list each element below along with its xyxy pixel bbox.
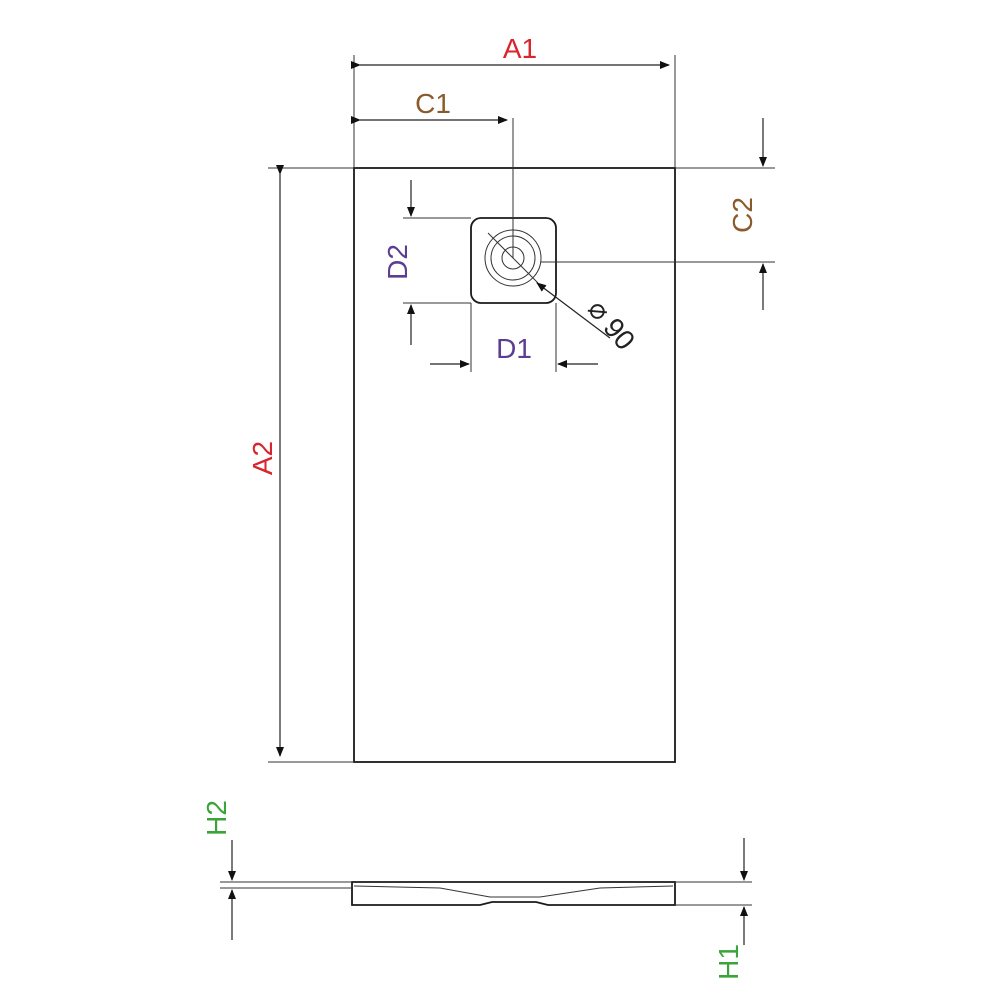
label-d2: D2 xyxy=(382,244,413,280)
dimension-d2 xyxy=(403,180,471,345)
tray-side-profile xyxy=(351,881,676,906)
label-a2: A2 xyxy=(247,441,278,475)
diameter-leader xyxy=(536,282,611,339)
dimension-d1 xyxy=(430,303,598,372)
dimension-a2 xyxy=(268,165,354,763)
dimension-c2 xyxy=(541,118,775,310)
dimension-h1 xyxy=(675,838,752,945)
dimension-h2 xyxy=(220,840,352,940)
label-a1: A1 xyxy=(503,33,537,64)
label-c1: C1 xyxy=(415,88,451,119)
label-c2: C2 xyxy=(727,197,758,233)
dimension-a1 xyxy=(351,55,676,168)
label-d1: D1 xyxy=(496,333,532,364)
label-h1: H1 xyxy=(713,944,744,980)
dimension-c1 xyxy=(351,116,514,258)
label-h2: H2 xyxy=(201,800,232,836)
